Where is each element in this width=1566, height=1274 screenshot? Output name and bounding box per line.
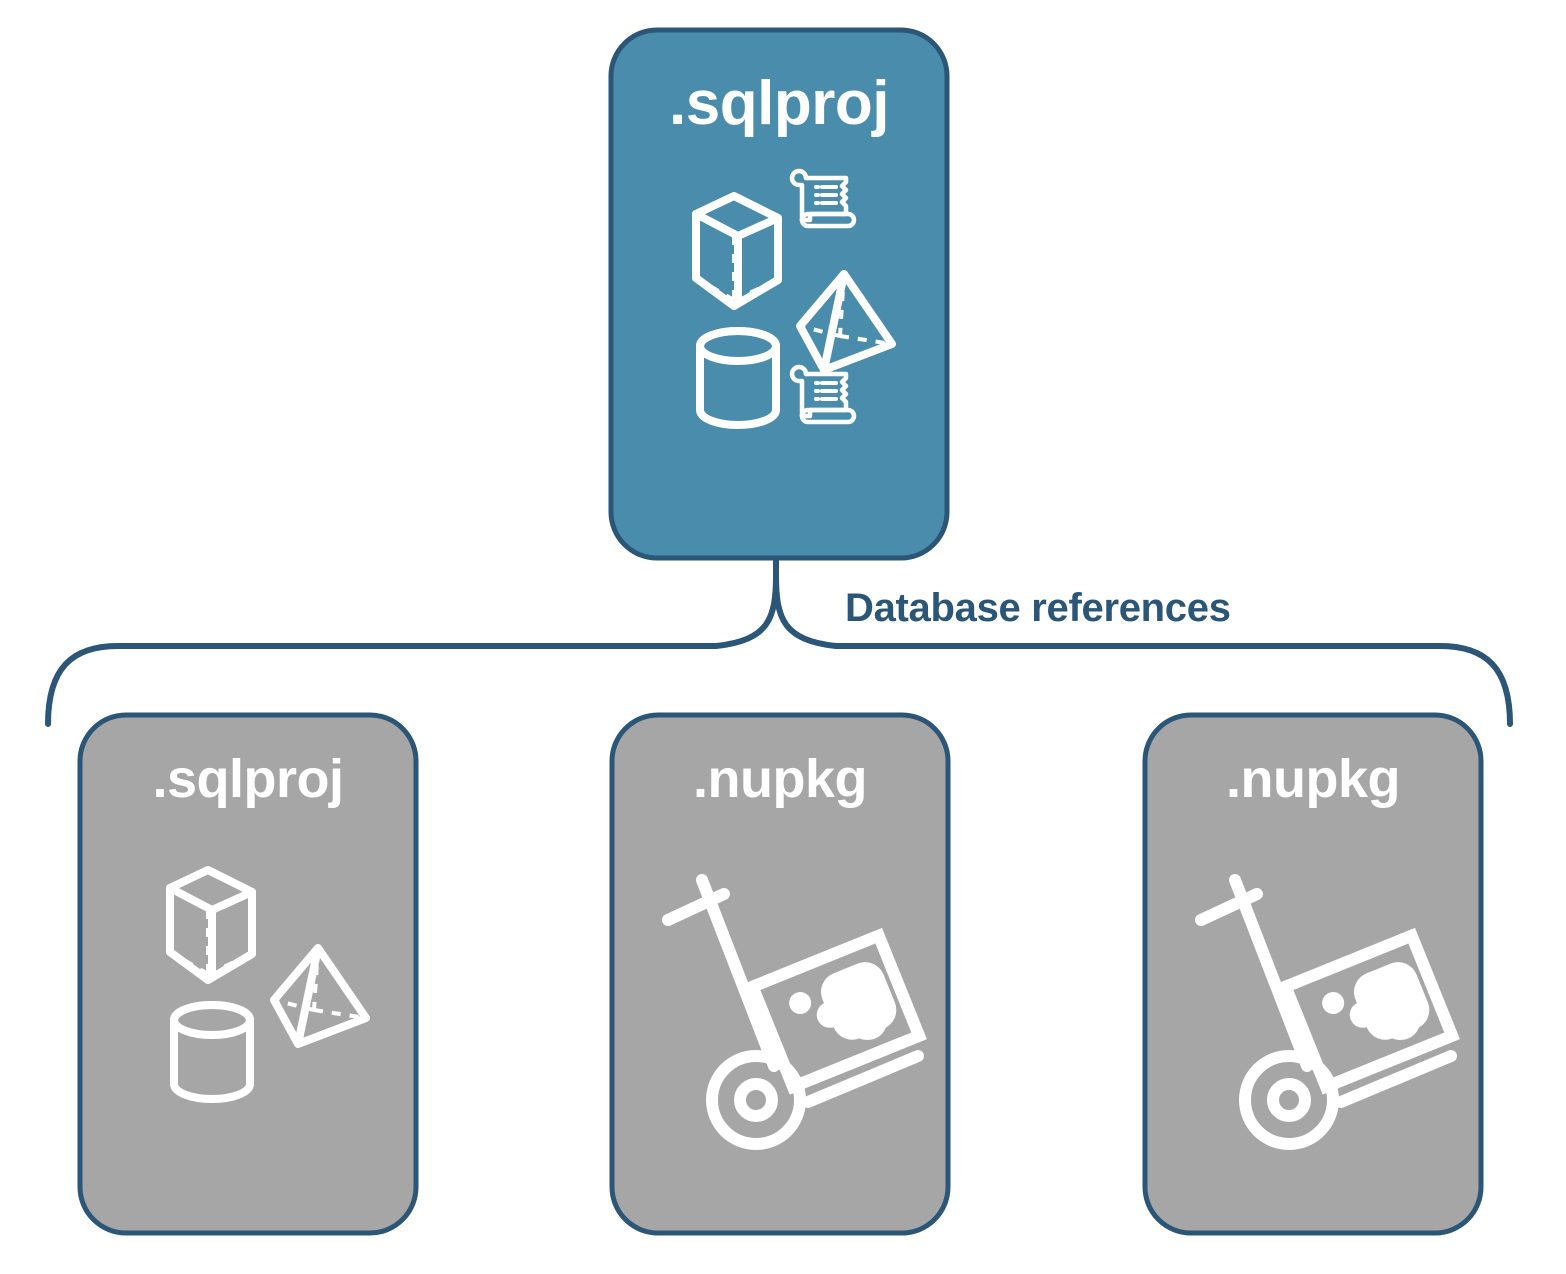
root-card[interactable] bbox=[608, 27, 950, 561]
reference-card-2[interactable] bbox=[1142, 712, 1484, 1236]
reference-card-0[interactable] bbox=[77, 712, 419, 1236]
brace-label: Database references bbox=[845, 586, 1231, 630]
reference-card-background bbox=[77, 712, 419, 1236]
reference-card-1[interactable] bbox=[609, 712, 951, 1236]
brace-connector bbox=[45, 557, 1513, 727]
root-card-background bbox=[608, 27, 950, 561]
